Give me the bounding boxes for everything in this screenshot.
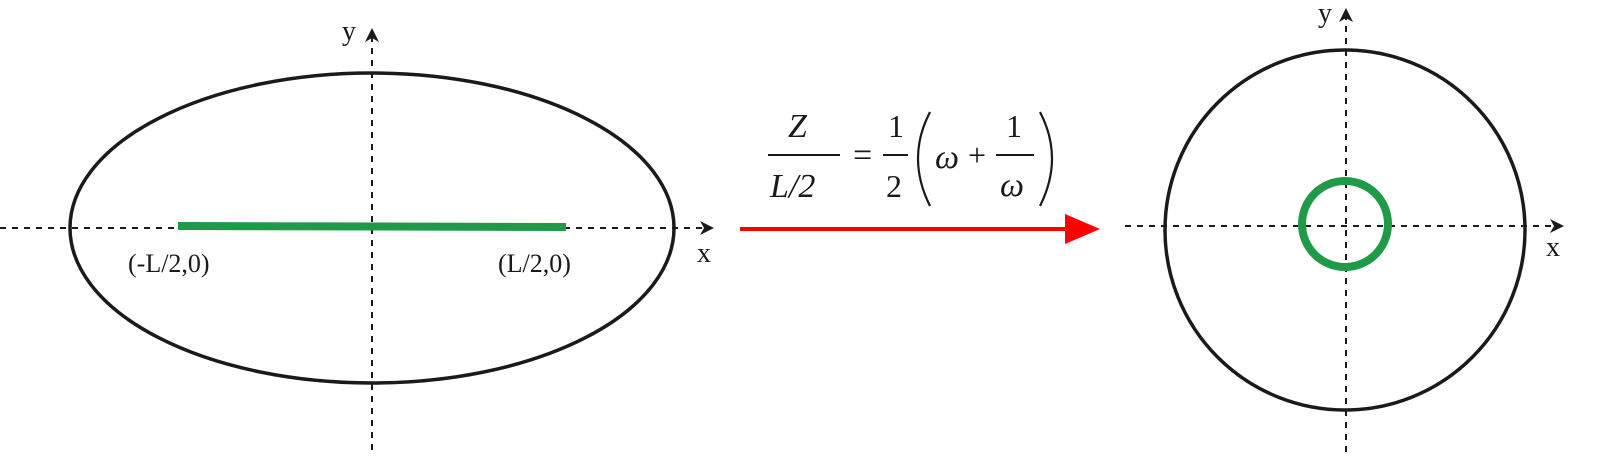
eq-half-denominator: 2 — [886, 168, 902, 204]
left-panel: y x (-L/2,0) (L/2,0) — [0, 16, 714, 450]
eq-lhs-numerator: Z — [788, 108, 808, 145]
eq-omega: ω — [935, 139, 959, 176]
crack-segment — [177, 222, 567, 231]
right-x-label: x — [1546, 232, 1560, 263]
eq-equals: = — [853, 137, 872, 174]
mapping-equation: Z L/2 = 1 2 ω + 1 ω — [768, 108, 1054, 207]
eq-lhs-denominator: L/2 — [769, 168, 815, 205]
eq-right-paren — [1039, 111, 1054, 207]
ellipse-boundary — [68, 71, 676, 385]
right-panel: y x — [1125, 0, 1564, 452]
mapping-arrow-head — [1065, 214, 1100, 244]
eq-inner-numerator: 1 — [1006, 108, 1022, 144]
right-y-label: y — [1318, 0, 1332, 29]
mapped-crack-circle — [1298, 177, 1392, 271]
eq-plus: + — [968, 137, 986, 173]
eq-inner-denominator: ω — [1000, 167, 1024, 204]
unit-circle-boundary — [1163, 48, 1527, 412]
mapping: Z L/2 = 1 2 ω + 1 ω — [740, 108, 1100, 244]
point-right-label: (L/2,0) — [498, 249, 571, 278]
point-left-label: (-L/2,0) — [128, 249, 210, 278]
eq-left-paren — [916, 111, 931, 207]
left-y-label: y — [342, 16, 356, 47]
eq-half-numerator: 1 — [888, 108, 904, 144]
left-x-label: x — [697, 238, 711, 269]
